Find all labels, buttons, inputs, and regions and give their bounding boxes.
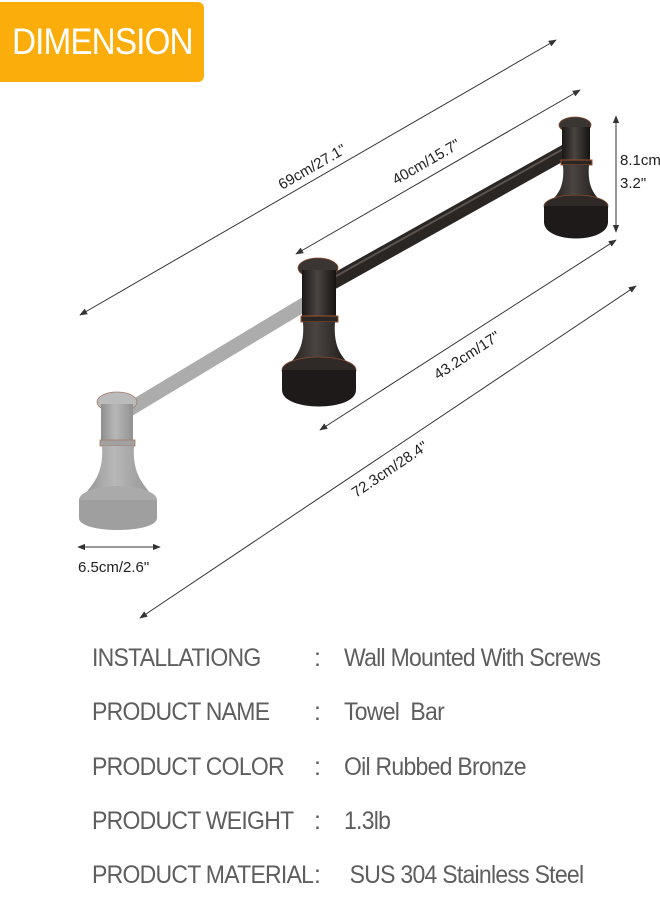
towel-bar-diagram: 69cm/27.1" 40cm/15.7" 8.1cm 3.2" 43.2cm/… — [77, 39, 660, 619]
spec-separator: : — [314, 643, 321, 672]
spec-label: PRODUCT COLOR — [92, 752, 285, 781]
spec-label: PRODUCT NAME — [92, 697, 270, 726]
spec-row-installation: INSTALLATIONG : Wall Mounted With Screws — [92, 638, 623, 678]
dimension-line-overall-length: 72.3cm/28.4" — [139, 285, 637, 619]
spec-label: PRODUCT WEIGHT — [92, 806, 294, 835]
spec-row-product-weight: PRODUCT WEIGHT : 1.3lb — [92, 801, 394, 841]
dim-label-height-cm: 8.1cm — [620, 152, 660, 169]
spec-row-product-name: PRODUCT NAME : Towel Bar — [92, 692, 453, 732]
spec-separator: : — [314, 697, 321, 726]
spec-separator: : — [314, 806, 321, 835]
spec-separator: : — [314, 752, 321, 781]
dim-label-bar-length: 40cm/15.7" — [390, 136, 464, 188]
spec-value: Towel Bar — [344, 697, 445, 726]
spec-row-product-material: PRODUCT MATERIAL : SUS 304 Stainless Ste… — [92, 855, 604, 895]
towel-bar-product — [281, 116, 609, 407]
spec-row-product-color: PRODUCT COLOR : Oil Rubbed Bronze — [92, 747, 542, 787]
spec-separator: : — [314, 860, 321, 889]
spec-value: Oil Rubbed Bronze — [344, 752, 527, 781]
spec-value: 1.3lb — [344, 806, 391, 835]
dimension-line-base-diameter: 6.5cm/2.6" — [77, 543, 161, 576]
dim-label-overall-projection: 69cm/27.1" — [276, 141, 350, 193]
ghost-towel-bar — [79, 289, 325, 530]
dim-label-base-diameter: 6.5cm/2.6" — [78, 559, 149, 576]
spec-label: INSTALLATIONG — [92, 643, 261, 672]
dim-label-height-in: 3.2" — [620, 175, 646, 192]
spec-value: Wall Mounted With Screws — [344, 643, 601, 672]
spec-label: PRODUCT MATERIAL — [92, 860, 314, 889]
dim-label-post-distance: 43.2cm/17" — [431, 328, 503, 383]
spec-value: SUS 304 Stainless Steel — [344, 860, 584, 889]
dimension-line-height: 8.1cm 3.2" — [612, 115, 660, 233]
